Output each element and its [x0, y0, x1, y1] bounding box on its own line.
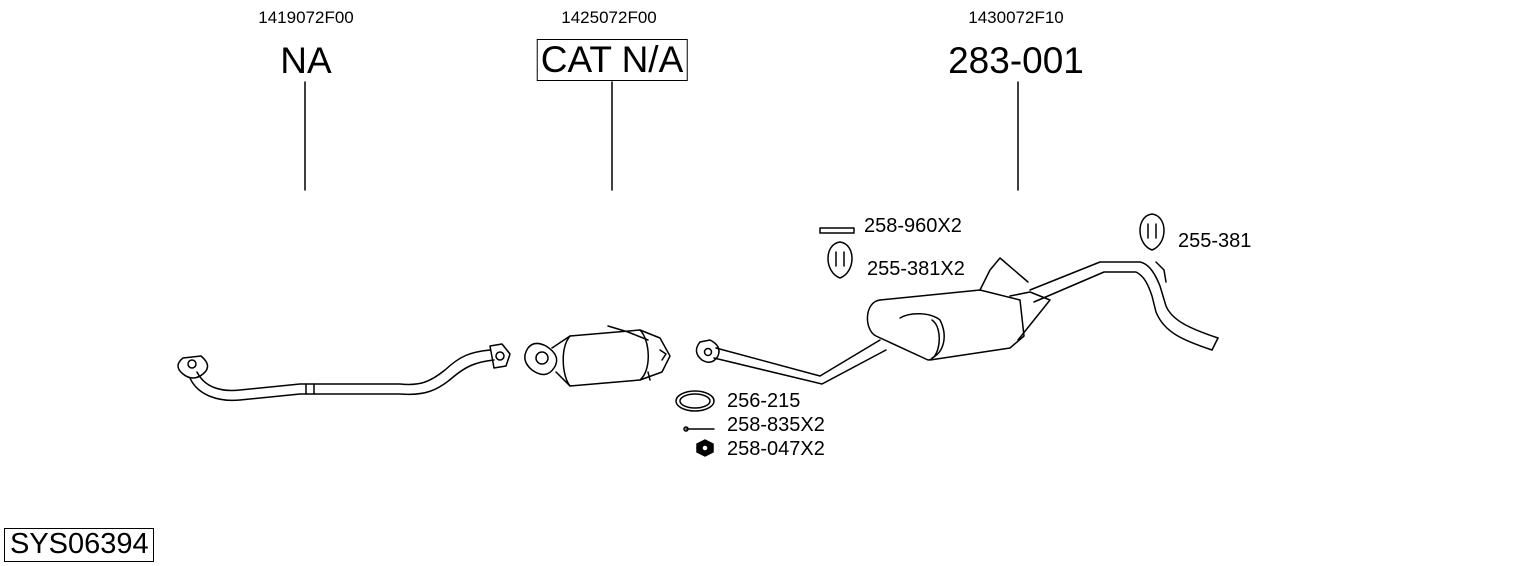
part-number-rear-silencer: 283-001: [948, 40, 1084, 81]
gasket-drawing: [675, 390, 715, 412]
part-number-catalyst: CAT N/A: [536, 39, 688, 81]
callout-hanger-rear: 255-381: [1178, 230, 1252, 252]
callout-hanger-pair: 255-381X2: [867, 258, 965, 280]
oem-number-rear-silencer: 1430072F10: [968, 8, 1064, 27]
hanger-pair-drawing: [827, 241, 853, 279]
nut-drawing: [696, 439, 714, 457]
system-code: SYS06394: [4, 528, 154, 562]
rear-silencer-drawing: [695, 257, 1219, 385]
callout-gasket: 256-215: [727, 390, 801, 412]
bolt-drawing: [683, 426, 715, 432]
oem-number-front-pipe: 1419072F00: [258, 8, 354, 27]
callout-nut: 258-047X2: [727, 438, 825, 460]
hanger-rear-drawing: [1139, 213, 1165, 251]
front-pipe-drawing: [177, 343, 511, 402]
oem-number-catalyst: 1425072F00: [561, 8, 657, 27]
clip-drawing: [819, 227, 855, 234]
callout-bolt: 258-835X2: [727, 414, 825, 436]
part-number-front-pipe: NA: [280, 40, 332, 81]
callout-clip: 258-960X2: [864, 215, 962, 237]
catalyst-drawing: [524, 325, 671, 387]
